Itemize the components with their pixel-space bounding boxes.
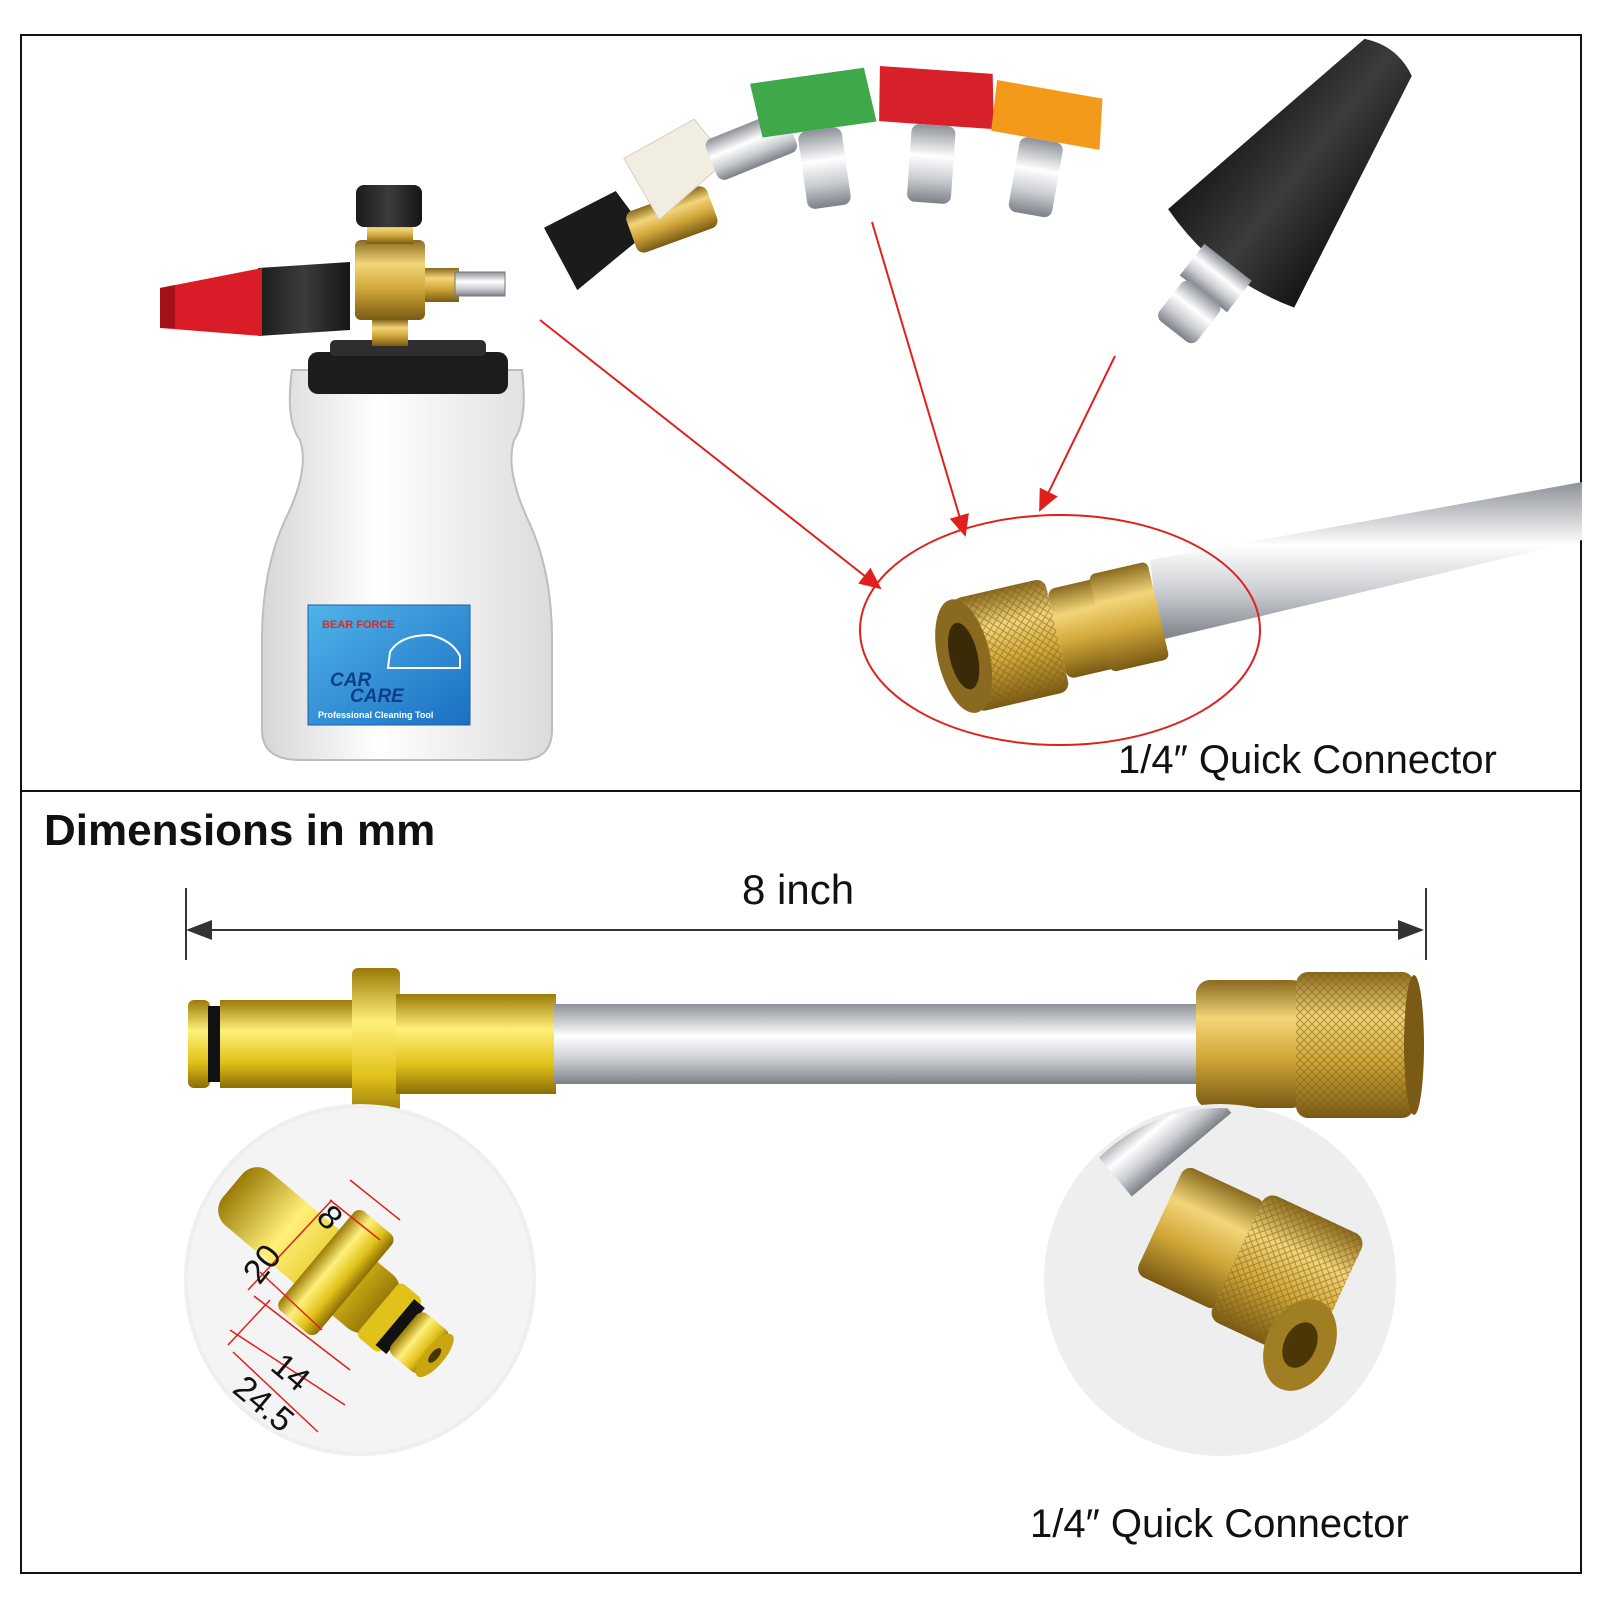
label-line1: CAR — [330, 670, 371, 691]
nozzle-tip-orange — [991, 79, 1103, 218]
arrow-from-turbo-nozzle — [1039, 355, 1116, 512]
foam-cannon: BEAR FORCE CAR CARE Professional Cleanin… — [160, 185, 553, 761]
connector-highlight-ellipse — [859, 514, 1261, 746]
bottle-label: BEAR FORCE CAR CARE Professional Cleanin… — [318, 619, 433, 720]
wand-top — [859, 482, 1582, 746]
car-icon — [386, 633, 461, 669]
pointer-arrows — [539, 221, 1116, 590]
extension-wand — [188, 968, 1424, 1122]
panel-divider — [20, 790, 1582, 792]
nozzle-tip-black — [543, 186, 718, 291]
label-subtitle: Professional Cleaning Tool — [318, 710, 433, 720]
dimensions-heading: Dimensions in mm — [44, 806, 436, 855]
nozzle-tips — [543, 38, 1412, 344]
adapter-detail-circle: 8 20 14 24.5 — [184, 1104, 536, 1456]
arrow-from-nozzle-tips — [871, 221, 969, 537]
nozzle-tip-red — [879, 66, 994, 204]
label-line2: CARE — [350, 686, 405, 707]
top-connector-label: 1/4″ Quick Connector — [1118, 738, 1497, 782]
image-frame — [20, 34, 1582, 1574]
dimension-lines — [227, 1179, 401, 1433]
bottom-connector-label: 1/4″ Quick Connector — [1030, 1502, 1409, 1546]
turbo-nozzle — [1158, 38, 1412, 344]
arrow-from-foam-cannon — [539, 319, 882, 590]
connector-detail-circle — [1044, 1104, 1396, 1456]
label-brand: BEAR FORCE — [322, 619, 395, 631]
nozzle-tip-green — [750, 67, 877, 209]
length-label: 8 inch — [742, 866, 855, 913]
length-dimension — [185, 888, 1427, 960]
